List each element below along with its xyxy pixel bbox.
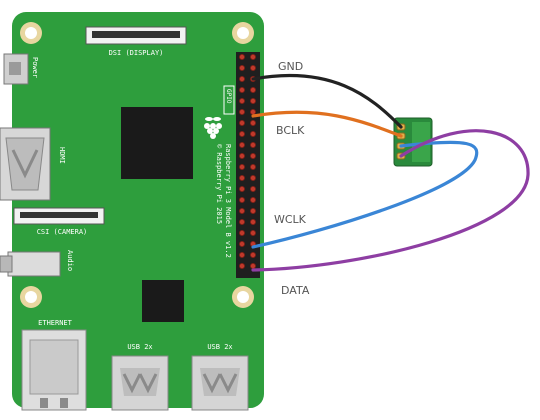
gpio-pin bbox=[238, 141, 245, 148]
wire-label-wclk: WCLK bbox=[274, 213, 307, 226]
gpio-pin bbox=[238, 174, 245, 181]
gpio-pin bbox=[249, 218, 256, 225]
gpio-pin bbox=[238, 54, 245, 61]
gpio-pin bbox=[249, 120, 256, 127]
gpio-pin bbox=[249, 262, 256, 269]
dsi-connector bbox=[85, 26, 187, 45]
i2s-module bbox=[393, 117, 433, 167]
raspberry-logo-icon bbox=[204, 117, 222, 139]
gpio-pin bbox=[238, 240, 245, 247]
hdmi-connector bbox=[0, 127, 51, 201]
gpio-pin bbox=[249, 229, 256, 236]
gpio-pin bbox=[238, 65, 245, 72]
gpio-pin bbox=[238, 130, 245, 137]
wire-label-bclk: BCLK bbox=[276, 124, 305, 137]
wires bbox=[251, 73, 530, 272]
ethernet-port bbox=[21, 329, 87, 411]
gpio-pin bbox=[238, 109, 245, 116]
gpio-pin bbox=[238, 251, 245, 258]
board-model-label: Raspberry Pi 3 Model B v1.2 bbox=[224, 144, 232, 258]
gpio-pin bbox=[249, 65, 256, 72]
gpio-pin bbox=[249, 54, 256, 61]
gpio-pin bbox=[249, 207, 256, 214]
board-copyright-label: © Raspberry Pi 2015 bbox=[215, 144, 223, 224]
gpio-pin bbox=[238, 87, 245, 94]
power-label: Power bbox=[31, 57, 39, 78]
gpio-pin bbox=[249, 98, 256, 105]
gpio-pin bbox=[238, 207, 245, 214]
gpio-pin bbox=[249, 87, 256, 94]
gpio-pin bbox=[249, 163, 256, 170]
gpio-header bbox=[236, 52, 260, 278]
ethernet-label: ETHERNET bbox=[38, 319, 73, 327]
usb-port-right bbox=[191, 355, 249, 411]
gpio-pin bbox=[238, 262, 245, 269]
gpio-pin bbox=[249, 130, 256, 137]
dsi-label: DSI (DISPLAY) bbox=[109, 49, 164, 57]
gpio-pin bbox=[249, 185, 256, 192]
pi-board bbox=[12, 12, 264, 408]
gpio-pin bbox=[238, 163, 245, 170]
gpio-pin bbox=[249, 251, 256, 258]
lan-chip bbox=[142, 280, 184, 322]
hdmi-label: HDMI bbox=[58, 147, 66, 164]
usb-left-label: USB 2x bbox=[127, 343, 152, 351]
audio-jack bbox=[0, 251, 61, 277]
wire-data bbox=[251, 129, 530, 272]
gpio-pin bbox=[238, 218, 245, 225]
wire-bclk bbox=[251, 110, 403, 138]
gpio-pin bbox=[249, 141, 256, 148]
usb-port-left bbox=[111, 355, 169, 411]
wire-label-gnd: GND bbox=[278, 60, 303, 73]
gpio-pin bbox=[238, 185, 245, 192]
csi-label: CSI (CAMERA) bbox=[37, 228, 88, 236]
gpio-label: GPIO bbox=[225, 89, 232, 104]
gpio-pin bbox=[238, 196, 245, 203]
gpio-pin bbox=[249, 196, 256, 203]
gpio-pin bbox=[238, 229, 245, 236]
wire-label-data: DATA bbox=[281, 284, 310, 297]
csi-connector bbox=[13, 207, 105, 225]
audio-label: Audio bbox=[66, 250, 74, 271]
wire-wclk bbox=[251, 140, 479, 249]
gpio-pin bbox=[249, 174, 256, 181]
gpio-pin bbox=[249, 152, 256, 159]
wire-gnd bbox=[251, 73, 403, 129]
gpio-pin bbox=[238, 120, 245, 127]
gpio-pin bbox=[249, 109, 256, 116]
gpio-pin bbox=[238, 76, 245, 83]
power-connector bbox=[3, 53, 29, 85]
gpio-pin bbox=[238, 98, 245, 105]
gpio-pin bbox=[238, 152, 245, 159]
cpu-chip bbox=[121, 107, 193, 179]
gpio-label-box bbox=[223, 85, 235, 115]
usb-right-label: USB 2x bbox=[207, 343, 232, 351]
mounting-holes bbox=[20, 22, 254, 308]
